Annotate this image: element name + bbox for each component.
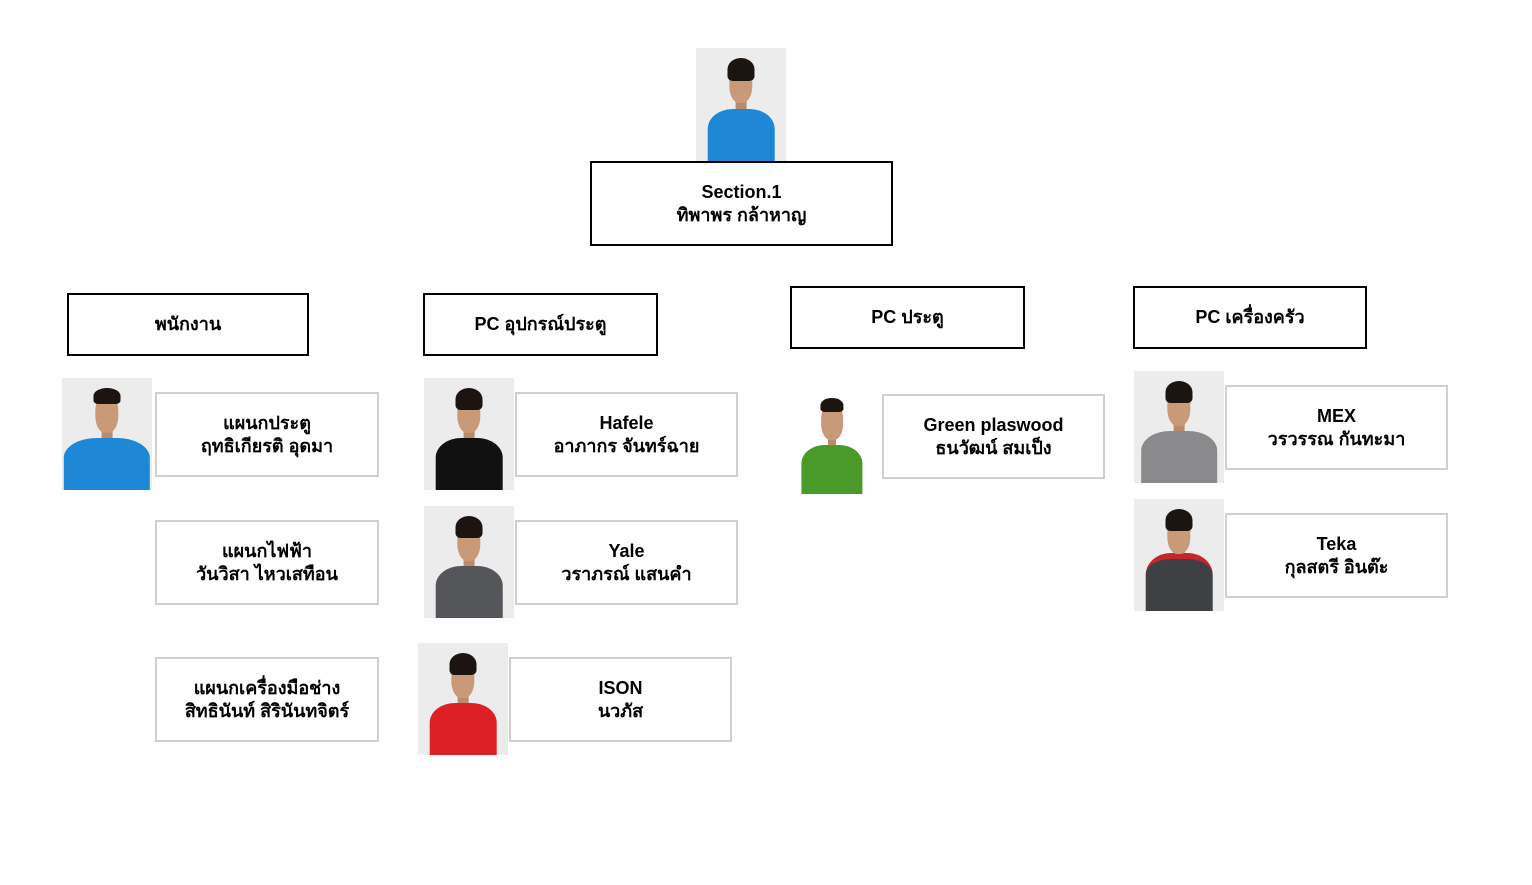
group-label: PC อุปกรณ์ประตู bbox=[474, 314, 607, 334]
member-card[interactable]: MEX วรวรรณ กันทะมา bbox=[1225, 385, 1448, 470]
group-header-pc-kitchen[interactable]: PC เครื่องครัว bbox=[1133, 286, 1367, 349]
member-card[interactable]: แผนกไฟฟ้า วันวิสา ไหวเสทือน bbox=[155, 520, 379, 605]
member-title: ISON bbox=[598, 677, 643, 698]
member-title: Teka bbox=[1316, 533, 1357, 554]
member-title: MEX bbox=[1316, 405, 1356, 426]
member-name: กุลสตรี อินต๊ะ bbox=[1284, 556, 1389, 577]
section-head-box[interactable]: Section.1 ทิพาพร กล้าหาญ bbox=[590, 161, 893, 246]
member-name: วันวิสา ไหวเสทือน bbox=[196, 563, 338, 584]
photo-ison bbox=[418, 643, 508, 755]
group-label: PC ประตู bbox=[871, 307, 944, 327]
member-name: วราภรณ์ แสนคำ bbox=[561, 563, 692, 584]
photo-section-head bbox=[696, 48, 786, 161]
member-card[interactable]: ISON นวภัส bbox=[509, 657, 732, 742]
member-card[interactable]: Yale วราภรณ์ แสนคำ bbox=[515, 520, 738, 605]
photo-teka bbox=[1134, 499, 1224, 611]
member-title: Hafele bbox=[599, 412, 654, 433]
photo-yale bbox=[424, 506, 514, 618]
section-head-name: ทิพาพร กล้าหาญ bbox=[676, 204, 807, 225]
member-card[interactable]: Hafele อาภากร จันทร์ฉาย bbox=[515, 392, 738, 477]
photo-hafele bbox=[424, 378, 514, 490]
group-header-pc-door[interactable]: PC ประตู bbox=[790, 286, 1025, 349]
member-name: ฤทธิเกียรติ อุดมา bbox=[200, 435, 334, 456]
member-title: Yale bbox=[608, 540, 645, 561]
member-card[interactable]: Green plaswood ธนวัฒน์ สมเป็ง bbox=[882, 394, 1105, 479]
group-label: พนักงาน bbox=[154, 314, 222, 334]
member-title: แผนกประตู bbox=[223, 412, 311, 433]
member-card[interactable]: แผนกเครื่องมือช่าง สิทธินันท์ สิรินันทจิ… bbox=[155, 657, 379, 742]
photo-green-plaswood bbox=[798, 388, 866, 494]
member-name: วรวรรณ กันทะมา bbox=[1267, 428, 1406, 449]
member-title: แผนกไฟฟ้า bbox=[222, 540, 312, 561]
photo-mex bbox=[1134, 371, 1224, 483]
group-label: PC เครื่องครัว bbox=[1195, 307, 1305, 327]
member-name: อาภากร จันทร์ฉาย bbox=[553, 435, 700, 456]
group-header-pc-door-equipment[interactable]: PC อุปกรณ์ประตู bbox=[423, 293, 658, 356]
member-name: นวภัส bbox=[597, 700, 644, 721]
member-name: สิทธินันท์ สิรินันทจิตร์ bbox=[184, 700, 350, 721]
group-header-staff[interactable]: พนักงาน bbox=[67, 293, 309, 356]
member-card[interactable]: Teka กุลสตรี อินต๊ะ bbox=[1225, 513, 1448, 598]
photo-staff-door bbox=[62, 378, 152, 490]
member-title: Green plaswood bbox=[923, 414, 1064, 435]
section-title: Section.1 bbox=[701, 181, 782, 202]
member-name: ธนวัฒน์ สมเป็ง bbox=[935, 437, 1052, 458]
member-card[interactable]: แผนกประตู ฤทธิเกียรติ อุดมา bbox=[155, 392, 379, 477]
member-title: แผนกเครื่องมือช่าง bbox=[193, 677, 341, 698]
